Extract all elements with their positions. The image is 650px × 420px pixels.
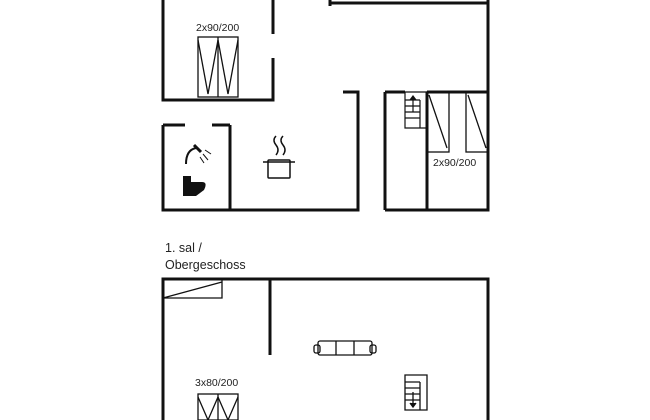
bed-symbol-ground-1 xyxy=(197,36,239,98)
toilet-icon xyxy=(183,176,206,196)
roof-slope xyxy=(162,279,223,299)
upper-outer-walls xyxy=(161,277,490,420)
wall-top-right-room xyxy=(328,0,488,6)
staircase-icon xyxy=(404,91,428,129)
bed-symbol-ground-2 xyxy=(426,91,489,153)
outer-wall-right xyxy=(385,0,490,212)
bed-label-ground-1: 2x90/200 xyxy=(196,22,240,34)
cooking-pot-icon xyxy=(263,135,295,179)
bed-symbol-upper xyxy=(197,393,239,420)
floor-title: 1. sal / Obergeschoss xyxy=(165,240,246,274)
sofa-icon xyxy=(313,340,377,356)
shower-icon xyxy=(185,143,212,165)
staircase-icon-upper xyxy=(404,374,428,411)
upper-floor xyxy=(161,277,490,420)
outer-wall-left-upper xyxy=(161,0,275,102)
bed-label-upper: 3x80/200 xyxy=(195,377,239,389)
outer-wall-bottom-left xyxy=(161,90,360,212)
floor-title-line2: Obergeschoss xyxy=(165,258,246,272)
bed-label-ground-2: 2x90/200 xyxy=(433,157,477,169)
upper-floor-details xyxy=(162,279,428,420)
floor-title-line1: 1. sal / xyxy=(165,241,202,255)
